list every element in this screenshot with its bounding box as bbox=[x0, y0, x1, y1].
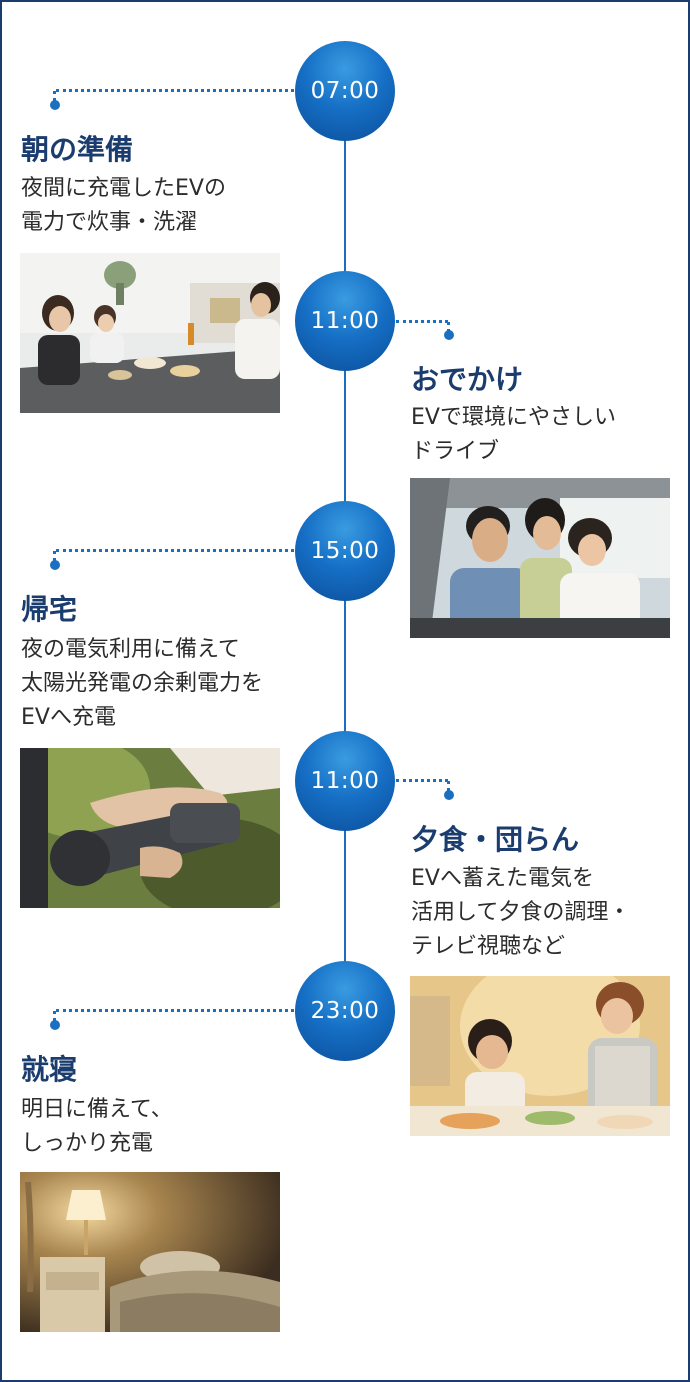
connector-dot bbox=[50, 1020, 60, 1030]
time-badge-1100: 11:00 bbox=[295, 731, 395, 831]
event-title: 帰宅 bbox=[21, 593, 78, 626]
connector-line bbox=[53, 91, 56, 101]
family-dinner-photo bbox=[410, 976, 670, 1136]
event-title: 就寝 bbox=[21, 1053, 78, 1086]
connector-line bbox=[396, 779, 448, 782]
connector-line bbox=[447, 322, 450, 332]
connector-line bbox=[56, 549, 294, 552]
event-title: 朝の準備 bbox=[21, 133, 134, 166]
connector-line bbox=[447, 781, 450, 791]
time-badge-0700: 07:00 bbox=[295, 41, 395, 141]
connector-line bbox=[53, 551, 56, 561]
event-description: EVへ蓄えた電気を 活用して夕食の調理・ テレビ視聴など bbox=[411, 866, 631, 959]
family-drive-photo bbox=[410, 478, 670, 638]
event-description: 明日に備えて、 しっかり充電 bbox=[21, 1097, 173, 1156]
time-badge-2300: 23:00 bbox=[295, 961, 395, 1061]
connector-line bbox=[396, 320, 448, 323]
event-title: おでかけ bbox=[411, 363, 524, 396]
time-badge-1500: 15:00 bbox=[295, 501, 395, 601]
bedroom-night-photo bbox=[20, 1172, 280, 1332]
connector-dot bbox=[444, 330, 454, 340]
connector-line bbox=[56, 89, 294, 92]
event-title: 夕食・団らん bbox=[411, 823, 580, 856]
event-description: EVで環境にやさしい ドライブ bbox=[411, 405, 616, 464]
event-description: 夜間に充電したEVの 電力で炊事・洗濯 bbox=[21, 176, 226, 235]
connector-dot bbox=[50, 100, 60, 110]
event-description: 夜の電気利用に備えて 太陽光発電の余剰電力を EVへ充電 bbox=[21, 637, 264, 730]
connector-line bbox=[53, 1011, 56, 1021]
connector-dot bbox=[444, 790, 454, 800]
connector-line bbox=[56, 1009, 294, 1012]
connector-dot bbox=[50, 560, 60, 570]
time-badge-1100: 11:00 bbox=[295, 271, 395, 371]
breakfast-family-photo bbox=[20, 253, 280, 413]
ev-charging-photo bbox=[20, 748, 280, 908]
